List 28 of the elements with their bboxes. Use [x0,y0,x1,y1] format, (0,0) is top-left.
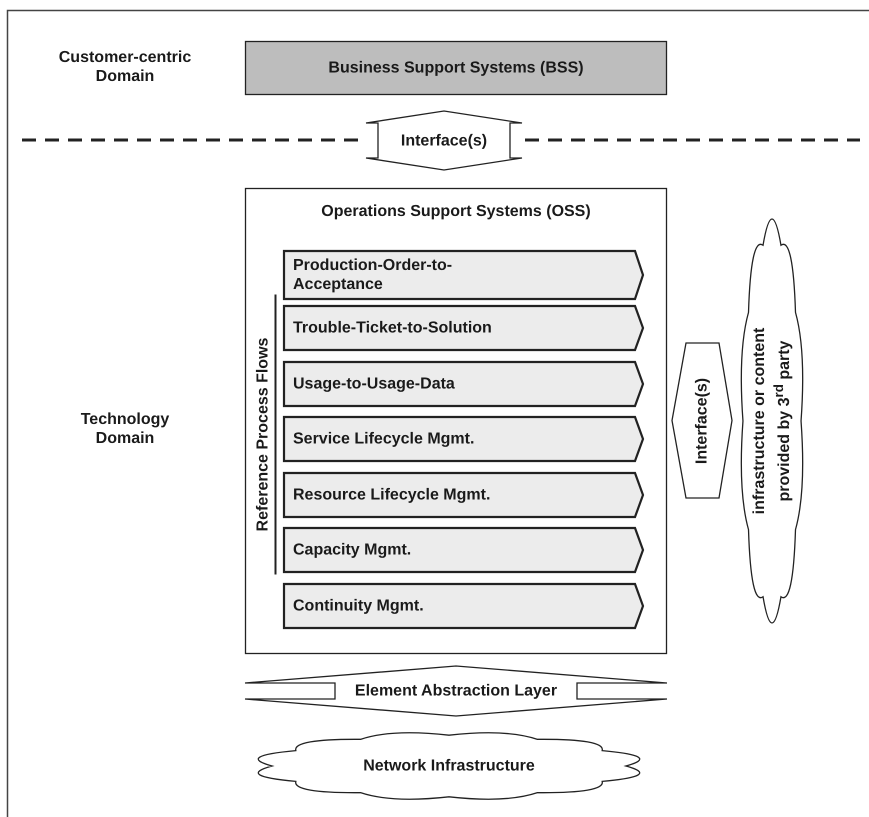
process-step-box [283,416,644,462]
process-step-box [283,250,644,300]
process-name: Production-Order-to-Acceptance [293,256,454,294]
process-name: Capacity Mgmt. [293,540,412,560]
domain-label: Customer-centric Domain [58,48,192,86]
system-container-box [245,188,667,654]
process-name: Trouble-Ticket-to-Solution [293,318,493,338]
container-title: Operations Support Systems (OSS) [320,202,592,221]
node-label: Interface(s) [692,376,712,466]
system-box [245,41,667,95]
node-label: Element Abstraction Layer [354,682,558,700]
process-step-box [283,360,644,407]
node-label: Interface(s) [400,131,488,150]
node-label: Business Support Systems (BSS) [327,58,585,78]
double-arrow-shape [672,343,732,498]
domain-label: Technology Domain [80,410,170,448]
layer-double-arrow-shape [245,666,667,716]
double-arrow-shape [366,111,522,170]
process-step-box [283,583,644,629]
process-name: Service Lifecycle Mgmt. [293,430,476,449]
process-step-box [283,472,644,518]
process-name: Continuity Mgmt. [293,596,425,616]
process-step-box [283,305,644,351]
vertical-group-label: Reference Process Flows [254,294,276,574]
process-step-box [283,527,644,574]
process-name: Resource Lifecycle Mgmt. [293,485,492,504]
node-label: Network Infrastructure [362,756,536,776]
process-name: Usage-to-Usage-Data [293,374,456,394]
